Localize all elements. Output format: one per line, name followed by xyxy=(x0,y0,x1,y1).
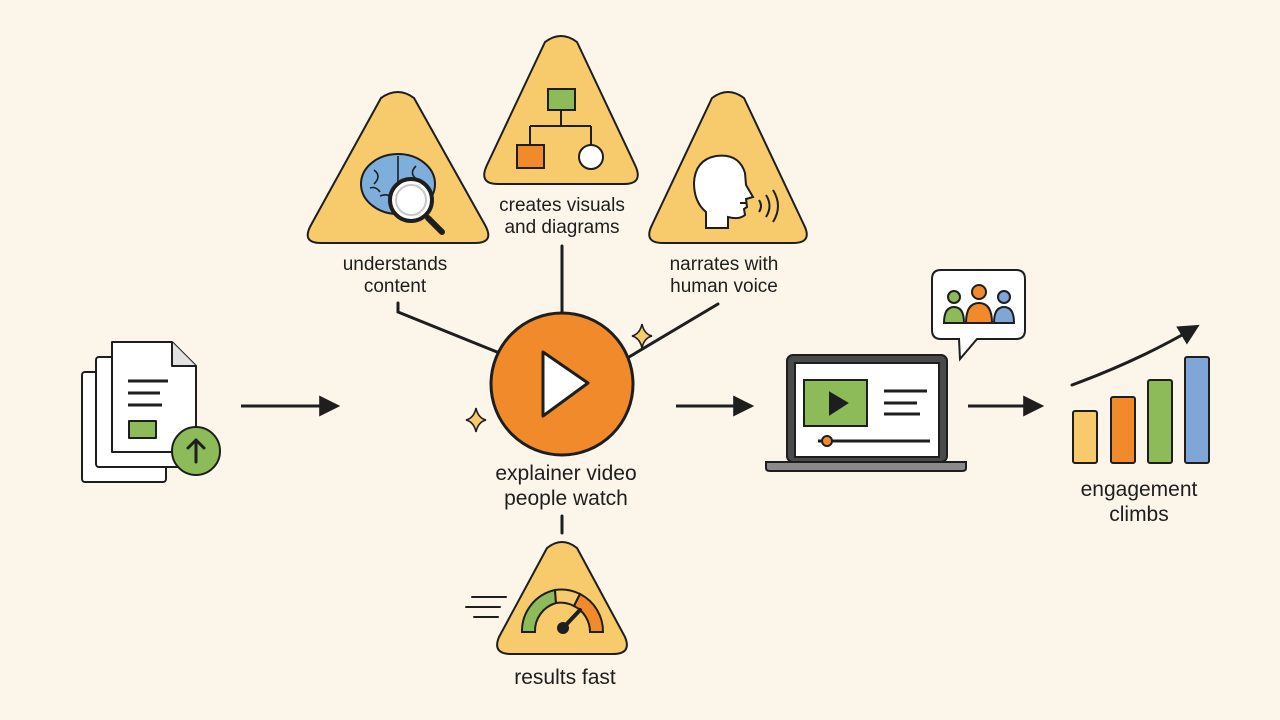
upload-arrow-head xyxy=(186,438,206,450)
laptop-video-icon xyxy=(765,354,967,472)
doc-fold xyxy=(171,342,196,367)
laptop-base xyxy=(765,461,967,472)
growth-trend-arrow xyxy=(1070,324,1200,387)
audience-speech-bubble-icon xyxy=(931,269,1026,362)
explainer-video-hub: explainer video people watch xyxy=(489,311,637,510)
growth-bar-4 xyxy=(1184,356,1210,464)
document-upload-icon xyxy=(81,341,221,483)
speaking-head-icon xyxy=(692,154,779,229)
creates-visuals-node: creates visuals and diagrams xyxy=(483,35,639,238)
person-right-head xyxy=(997,290,1011,304)
flowchart-icon xyxy=(516,88,604,170)
doc-image-block xyxy=(128,420,157,439)
magnifier-handle xyxy=(425,215,445,235)
sparkle-icon-left xyxy=(465,407,487,433)
center-label-line-1: explainer video xyxy=(495,462,636,485)
narrates-label-line-1: narrates with xyxy=(670,254,779,275)
head-profile xyxy=(692,154,755,229)
person-left-head xyxy=(947,290,961,304)
sparkle-icon xyxy=(631,323,653,349)
hub-connectors xyxy=(396,244,720,535)
visuals-label-line-1: creates visuals xyxy=(499,195,625,216)
center-label-line-2: people watch xyxy=(504,487,628,510)
connector-understands xyxy=(396,301,499,354)
growth-bar-2 xyxy=(1110,396,1136,464)
results-fast-node: results fast xyxy=(465,541,628,689)
sound-wave-2 xyxy=(765,194,771,218)
flowchart-right-circle xyxy=(578,144,604,170)
person-center-body xyxy=(964,301,994,324)
gauge-hub xyxy=(557,622,569,634)
person-center-head xyxy=(971,284,987,300)
video-play-glyph xyxy=(829,391,849,416)
understands-content-node: understands content xyxy=(306,91,490,297)
engagement-label-line-1: engagement xyxy=(1081,478,1198,501)
person-right-body xyxy=(992,305,1016,324)
growth-bar-3 xyxy=(1147,379,1173,464)
understands-label-line-2: content xyxy=(364,276,427,297)
understands-label-line-1: understands xyxy=(343,254,448,275)
flowchart-left-box xyxy=(516,144,545,169)
magnifier-ring xyxy=(395,184,427,216)
results-label: results fast xyxy=(514,666,616,689)
video-progress-knob xyxy=(821,435,833,447)
visuals-label-line-2: and diagrams xyxy=(504,217,619,238)
sound-wave-3 xyxy=(772,189,779,223)
growth-bar-1 xyxy=(1072,410,1098,464)
brain-magnifier-icon xyxy=(360,153,445,235)
narrates-voice-node: narrates with human voice xyxy=(648,91,808,297)
play-button-icon xyxy=(541,350,590,418)
engagement-label-line-2: climbs xyxy=(1109,503,1169,526)
sound-wave-1 xyxy=(758,199,762,213)
growth-bar-chart-icon xyxy=(1070,324,1210,464)
narrates-label-line-2: human voice xyxy=(670,276,778,297)
speed-lines xyxy=(465,596,507,618)
speedometer-icon xyxy=(520,588,605,634)
connector-narrates xyxy=(627,302,720,359)
person-left-body xyxy=(942,305,966,324)
flowchart-top-box xyxy=(547,88,576,111)
